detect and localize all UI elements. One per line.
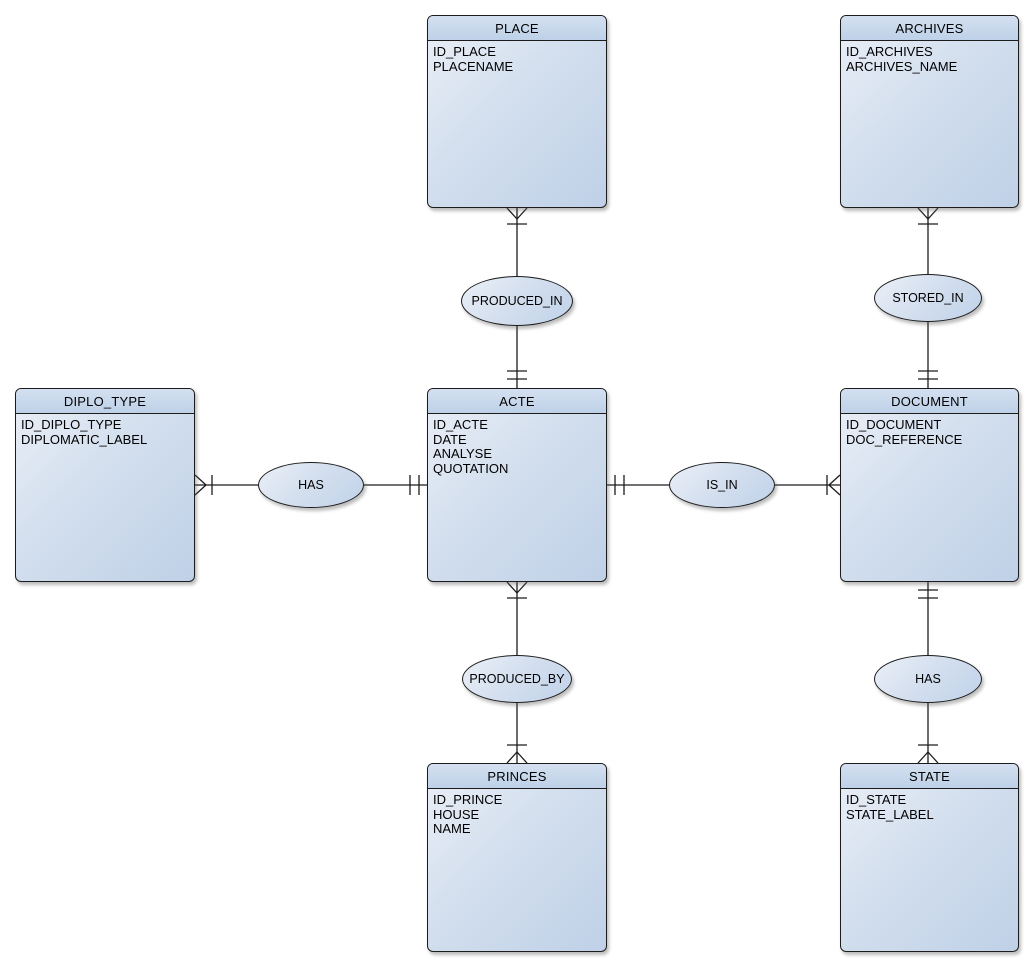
entity-diplo-type-attributes: ID_DIPLO_TYPE DIPLOMATIC_LABEL — [16, 414, 194, 451]
connector-archives-stored-in-document — [917, 207, 939, 388]
relationship-has-state[interactable]: HAS — [874, 655, 982, 703]
attribute: NAME — [433, 821, 471, 836]
connector-diplo-type-has-acte — [194, 474, 427, 496]
entity-place-attributes: ID_PLACE PLACENAME — [428, 41, 606, 78]
attribute: PLACENAME — [433, 58, 514, 74]
entity-diplo-type-title: DIPLO_TYPE — [16, 389, 194, 414]
relationship-label: IS_IN — [706, 478, 738, 492]
entity-archives-title: ARCHIVES — [841, 16, 1018, 41]
entity-acte-attributes: ID_ACTE DATE ANALYSE QUOTATION — [428, 414, 606, 480]
attribute: STATE_LABEL — [846, 806, 934, 822]
attribute: DATE — [433, 431, 467, 447]
attribute: ID_DOCUMENT — [846, 417, 942, 432]
entity-acte[interactable]: ACTE ID_ACTE DATE ANALYSE QUOTATION — [427, 388, 607, 582]
entity-state-attributes: ID_STATE STATE_LABEL — [841, 789, 1018, 826]
attribute: ID_STATE — [846, 792, 907, 807]
attribute: DIPLOMATIC_LABEL — [21, 431, 148, 447]
entity-archives-attributes: ID_ARCHIVES ARCHIVES_NAME — [841, 41, 1018, 78]
attribute: ANALYSE — [433, 446, 493, 461]
connector-document-has-state — [917, 582, 939, 764]
entity-princes[interactable]: PRINCES ID_PRINCE HOUSE NAME — [427, 763, 607, 952]
relationship-label: PRODUCED_IN — [471, 294, 563, 308]
entity-acte-title: ACTE — [428, 389, 606, 414]
entity-state-title: STATE — [841, 764, 1018, 789]
entity-document-attributes: ID_DOCUMENT DOC_REFERENCE — [841, 414, 1018, 451]
attribute: HOUSE — [433, 806, 480, 822]
connector-place-produced-in-acte — [506, 207, 528, 388]
attribute: ID_PRINCE — [433, 792, 503, 807]
relationship-label: PRODUCED_BY — [469, 672, 565, 686]
attribute: ARCHIVES_NAME — [846, 58, 958, 74]
relationship-stored-in[interactable]: STORED_IN — [874, 274, 982, 322]
entity-princes-attributes: ID_PRINCE HOUSE NAME — [428, 789, 606, 841]
entity-princes-title: PRINCES — [428, 764, 606, 789]
entity-place-title: PLACE — [428, 16, 606, 41]
relationship-label: HAS — [915, 672, 941, 686]
entity-document[interactable]: DOCUMENT ID_DOCUMENT DOC_REFERENCE — [840, 388, 1019, 582]
relationship-has-diplo-type[interactable]: HAS — [258, 462, 364, 508]
entity-diplo-type[interactable]: DIPLO_TYPE ID_DIPLO_TYPE DIPLOMATIC_LABE… — [15, 388, 195, 582]
attribute: ID_ARCHIVES — [846, 44, 933, 59]
entity-archives[interactable]: ARCHIVES ID_ARCHIVES ARCHIVES_NAME — [840, 15, 1019, 208]
attribute: ID_ACTE — [433, 417, 488, 432]
attribute: ID_DIPLO_TYPE — [21, 417, 122, 432]
entity-place[interactable]: PLACE ID_PLACE PLACENAME — [427, 15, 607, 208]
relationship-produced-in[interactable]: PRODUCED_IN — [461, 276, 573, 326]
attribute: QUOTATION — [433, 460, 509, 476]
attribute: ID_PLACE — [433, 44, 496, 59]
attribute: DOC_REFERENCE — [846, 431, 963, 447]
entity-state[interactable]: STATE ID_STATE STATE_LABEL — [840, 763, 1019, 952]
connector-acte-produced-by-princes — [506, 581, 528, 764]
relationship-produced-by[interactable]: PRODUCED_BY — [462, 655, 572, 703]
relationship-label: STORED_IN — [892, 291, 964, 305]
entity-document-title: DOCUMENT — [841, 389, 1018, 414]
relationship-is-in[interactable]: IS_IN — [669, 462, 775, 508]
connector-acte-is-in-document — [607, 474, 841, 496]
relationship-label: HAS — [298, 478, 324, 492]
